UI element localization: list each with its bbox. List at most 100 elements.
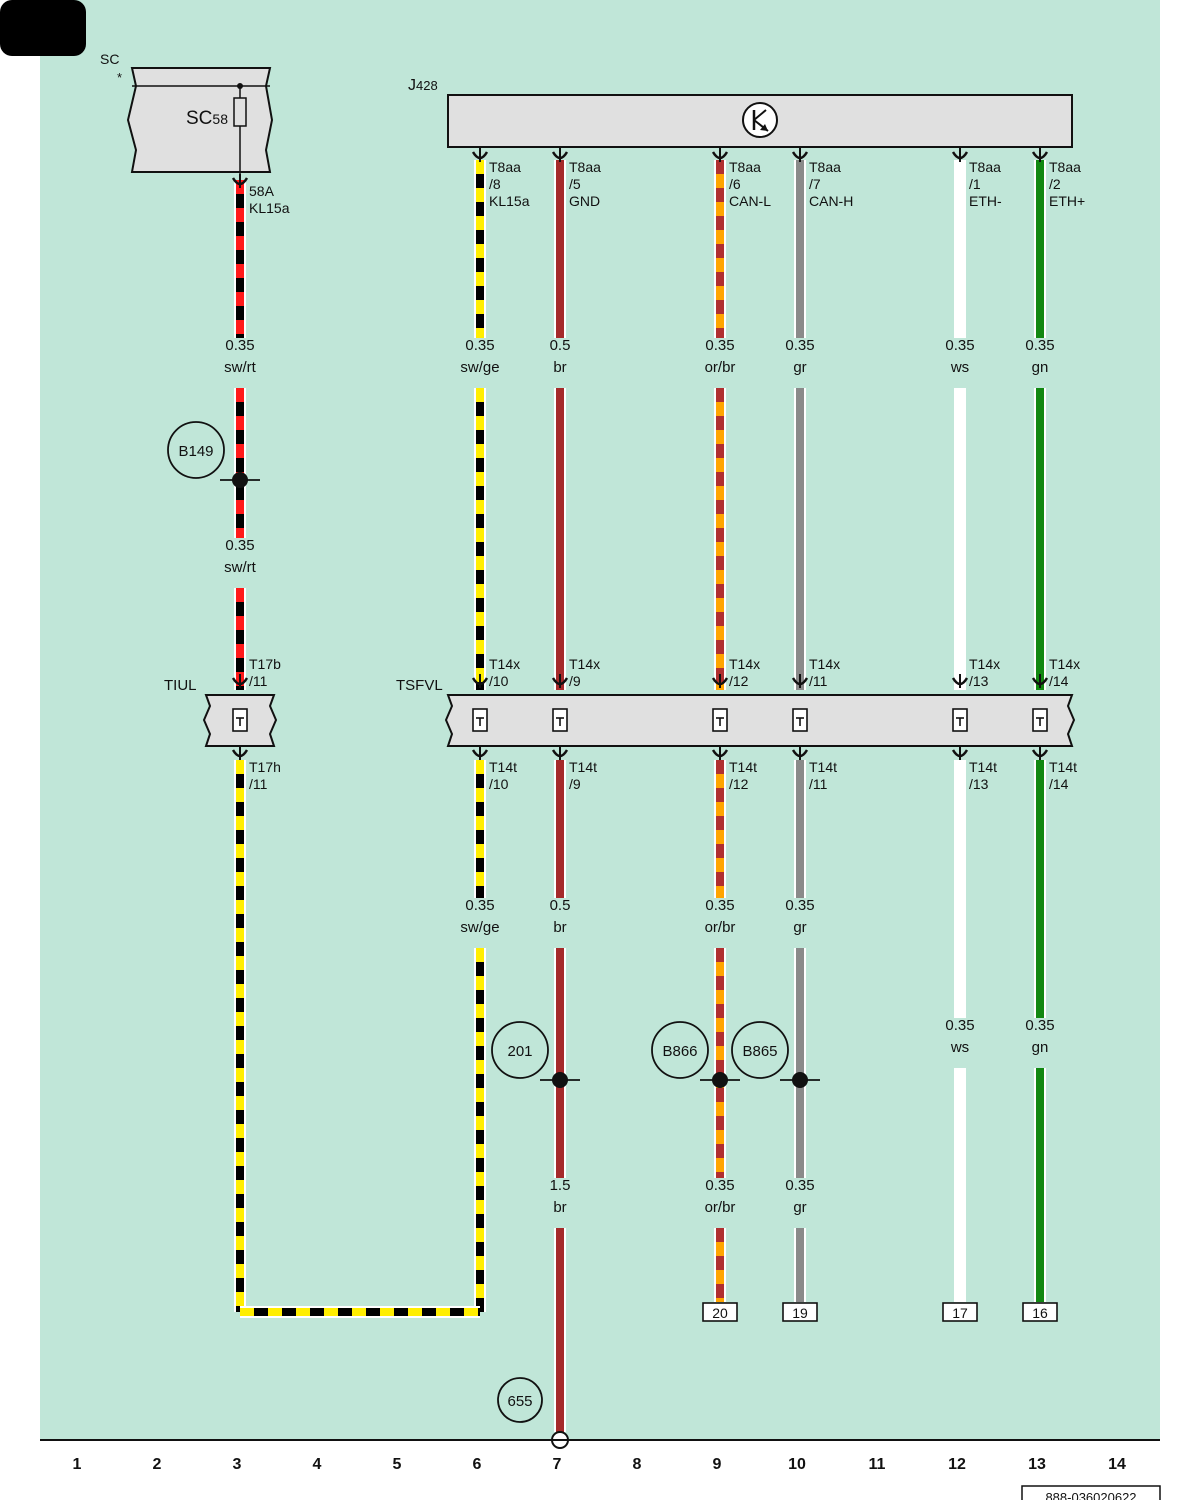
wire-size-label: 0.35 bbox=[225, 537, 254, 554]
junction-label: B865 bbox=[742, 1043, 777, 1060]
ground-ring bbox=[497, 1377, 543, 1423]
column-number: 13 bbox=[1028, 1456, 1046, 1473]
ground-label: 655 bbox=[507, 1393, 532, 1410]
wire-size-label: 0.35 bbox=[785, 1177, 814, 1194]
pin-label: T8aa bbox=[569, 159, 601, 175]
connector-pin-label: T14x bbox=[729, 656, 760, 672]
pin-label: KL15a bbox=[489, 193, 530, 209]
wire-size-label: 0.5 bbox=[550, 337, 571, 354]
connector-pin-label: /12 bbox=[729, 776, 749, 792]
connector-pin-label: /11 bbox=[249, 776, 268, 792]
junction-dot bbox=[712, 1072, 728, 1088]
connector-pin-label: T14t bbox=[569, 759, 597, 775]
fuse-label: SC58 bbox=[186, 108, 228, 129]
j428-label: J428 bbox=[408, 77, 438, 94]
tsfvl-connector: TSFVL bbox=[396, 677, 1076, 747]
pin-label: T8aa bbox=[1049, 159, 1081, 175]
wire-size-label: 1.5 bbox=[550, 1177, 571, 1194]
connector-pin-label: /14 bbox=[1049, 673, 1069, 689]
column-number: 7 bbox=[553, 1456, 562, 1473]
column-number: 10 bbox=[788, 1456, 806, 1473]
connector-pin-label: /9 bbox=[569, 776, 581, 792]
pin-label: ETH+ bbox=[1049, 193, 1085, 209]
wire-color-label: sw/rt bbox=[224, 359, 256, 376]
junction-ring bbox=[731, 1021, 789, 1079]
wire-size-label: 0.5 bbox=[550, 897, 571, 914]
column-number: 12 bbox=[948, 1456, 966, 1473]
wire-size-label: 0.35 bbox=[785, 337, 814, 354]
wire-size-label: 0.35 bbox=[705, 897, 734, 914]
wire-size-label: 0.35 bbox=[945, 1017, 974, 1034]
doc-id: 888-036020622 bbox=[1045, 1490, 1136, 1500]
wire-size-label: 0.35 bbox=[465, 337, 494, 354]
wire-color-label: br bbox=[553, 359, 566, 376]
wire-color-label: gr bbox=[793, 1199, 806, 1216]
pin-label: ETH- bbox=[969, 193, 1002, 209]
reference-number: 16 bbox=[1032, 1305, 1048, 1321]
column-number: 9 bbox=[713, 1456, 722, 1473]
sc-label: SC bbox=[100, 51, 119, 67]
junction-label: B866 bbox=[662, 1043, 697, 1060]
column-number: 5 bbox=[393, 1456, 402, 1473]
reference-number: 20 bbox=[712, 1305, 728, 1321]
wire-size-label: 0.35 bbox=[465, 897, 494, 914]
connector-pin-label: T14x bbox=[569, 656, 600, 672]
wire-color-label: sw/ge bbox=[460, 359, 499, 376]
reference-box bbox=[1022, 1302, 1058, 1322]
wire-color-label: br bbox=[553, 1199, 566, 1216]
junction-label: B149 bbox=[178, 443, 213, 460]
reference-box bbox=[782, 1302, 818, 1322]
reference-box bbox=[702, 1302, 738, 1322]
sc-fuse-box: SC * SC58 bbox=[100, 51, 274, 180]
column-number: 1 bbox=[73, 1456, 82, 1473]
wire-color-label: or/br bbox=[705, 359, 736, 376]
connector-pin-label: /10 bbox=[489, 776, 509, 792]
connector-pin-label: /14 bbox=[1049, 776, 1069, 792]
wire-color-label: sw/ge bbox=[460, 919, 499, 936]
connector-pin-label: /10 bbox=[489, 673, 509, 689]
connector-pin-label: T14t bbox=[489, 759, 517, 775]
connector-pin-label: /13 bbox=[969, 776, 989, 792]
pin-label: 58A bbox=[249, 183, 275, 199]
pin-label: /2 bbox=[1049, 176, 1061, 192]
sc-star: * bbox=[117, 70, 122, 85]
wire-size-label: 0.35 bbox=[1025, 1017, 1054, 1034]
junction-dot bbox=[792, 1072, 808, 1088]
connector-pin-label: /13 bbox=[969, 673, 989, 689]
tsfvl-label: TSFVL bbox=[396, 677, 443, 694]
connector-pin-label: T14t bbox=[729, 759, 757, 775]
connector-pin-label: T14x bbox=[969, 656, 1000, 672]
wire-size-label: 0.35 bbox=[705, 337, 734, 354]
pin-label: T8aa bbox=[969, 159, 1001, 175]
junction-ring bbox=[491, 1021, 549, 1079]
connector-pin-label: T14x bbox=[809, 656, 840, 672]
wire-size-label: 0.35 bbox=[225, 337, 254, 354]
pin-label: KL15a bbox=[249, 200, 290, 216]
pin-label: CAN-H bbox=[809, 193, 853, 209]
junction-label: 201 bbox=[507, 1043, 532, 1060]
column-number: 14 bbox=[1108, 1456, 1126, 1473]
junction-ring bbox=[167, 421, 225, 479]
wire-color-label: or/br bbox=[705, 1199, 736, 1216]
tiul-label: TIUL bbox=[164, 677, 197, 694]
doc-id-box bbox=[1021, 1485, 1161, 1500]
pin-label: /8 bbox=[489, 176, 501, 192]
wire-color-label: br bbox=[553, 919, 566, 936]
wire-size-label: 0.35 bbox=[785, 897, 814, 914]
wire-size-label: 0.35 bbox=[945, 337, 974, 354]
pin-label: /6 bbox=[729, 176, 741, 192]
reference-box bbox=[942, 1302, 978, 1322]
pin-label: /5 bbox=[569, 176, 581, 192]
wire-color-label: sw/rt bbox=[224, 559, 256, 576]
connector-pin-label: T14x bbox=[489, 656, 520, 672]
wire-color-label: gn bbox=[1032, 359, 1049, 376]
pin-label: /1 bbox=[969, 176, 981, 192]
transistor-symbol-icon bbox=[742, 102, 778, 138]
connector-pin-label: T14t bbox=[809, 759, 837, 775]
wire-color-label: gr bbox=[793, 919, 806, 936]
pin-label: T8aa bbox=[809, 159, 841, 175]
column-number: 2 bbox=[153, 1456, 162, 1473]
column-number: 11 bbox=[869, 1456, 886, 1473]
